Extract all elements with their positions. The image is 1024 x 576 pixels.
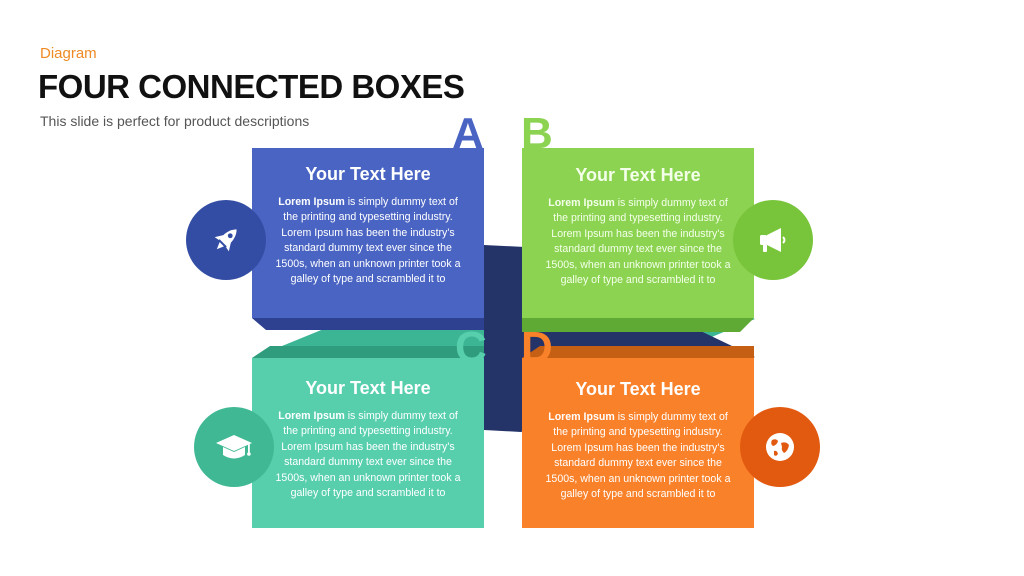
box-b-text: Lorem Ipsum is simply dummy text of the … bbox=[540, 196, 736, 288]
box-a-body: is simply dummy text of the printing and… bbox=[275, 196, 461, 286]
box-c-fold bbox=[252, 346, 484, 358]
box-c-letter: C bbox=[455, 323, 487, 372]
diagram-kicker: Diagram bbox=[40, 45, 97, 62]
box-a-heading: Your Text Here bbox=[305, 164, 431, 184]
box-d-icon-circle bbox=[740, 407, 820, 487]
box-b-heading: Your Text Here bbox=[575, 165, 701, 185]
box-b-icon-circle bbox=[733, 200, 813, 280]
box-c-bg bbox=[252, 358, 484, 528]
box-c-lead: Lorem Ipsum bbox=[278, 410, 345, 422]
box-d-letter: D bbox=[521, 323, 553, 372]
box-a-letter: A bbox=[452, 109, 484, 158]
box-b: Your Text Here Lorem Ipsum is simply dum… bbox=[522, 164, 754, 288]
box-a-text: Lorem Ipsum is simply dummy text of the … bbox=[270, 195, 466, 287]
box-a-lead: Lorem Ipsum bbox=[278, 196, 345, 208]
box-c-body: is simply dummy text of the printing and… bbox=[275, 410, 461, 500]
rocket-icon bbox=[214, 229, 237, 252]
globe-icon bbox=[766, 433, 794, 461]
page-title: FOUR CONNECTED BOXES bbox=[38, 68, 465, 105]
box-a-fold bbox=[252, 318, 484, 330]
box-a-icon-circle bbox=[186, 200, 266, 280]
page-subtitle: This slide is perfect for product descri… bbox=[40, 113, 310, 129]
box-b-body: is simply dummy text of the printing and… bbox=[545, 197, 731, 287]
box-b-letter: B bbox=[521, 109, 553, 158]
box-a-bg bbox=[252, 148, 484, 318]
box-d-text: Lorem Ipsum is simply dummy text of the … bbox=[540, 410, 736, 502]
box-a: Your Text Here Lorem Ipsum is simply dum… bbox=[252, 163, 484, 287]
box-d-lead: Lorem Ipsum bbox=[548, 411, 615, 423]
box-d-heading: Your Text Here bbox=[575, 379, 701, 399]
box-d: Your Text Here Lorem Ipsum is simply dum… bbox=[522, 378, 754, 502]
box-c-heading: Your Text Here bbox=[305, 378, 431, 398]
box-b-lead: Lorem Ipsum bbox=[548, 197, 615, 209]
box-d-fold bbox=[522, 346, 754, 358]
box-b-fold bbox=[522, 318, 754, 332]
box-c: Your Text Here Lorem Ipsum is simply dum… bbox=[252, 377, 484, 501]
box-c-icon-circle bbox=[194, 407, 274, 487]
box-c-text: Lorem Ipsum is simply dummy text of the … bbox=[270, 409, 466, 501]
box-d-body: is simply dummy text of the printing and… bbox=[545, 411, 731, 501]
graduation-cap-icon bbox=[216, 435, 252, 459]
box-b-bg bbox=[522, 148, 754, 318]
megaphone-icon bbox=[760, 228, 786, 252]
box-d-bg bbox=[522, 358, 754, 528]
